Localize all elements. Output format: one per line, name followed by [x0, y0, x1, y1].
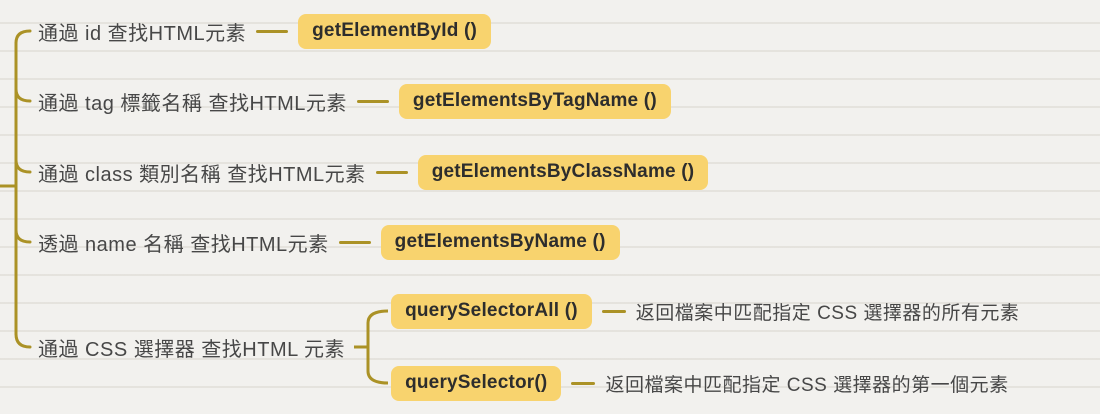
method-node-queryselector[interactable]: querySelector(): [391, 365, 562, 401]
subbranch-row-queryselectorall: querySelectorAll () 返回檔案中匹配指定 CSS 選擇器的所有…: [391, 291, 1019, 331]
branch-label-css-selector[interactable]: 通過 CSS 選擇器 查找HTML 元素: [38, 338, 346, 361]
branch-row-css-selector: 通過 CSS 選擇器 查找HTML 元素 querySelectorAll ()…: [38, 291, 1019, 403]
connector-dash: [571, 381, 596, 385]
connector-dash: [338, 240, 371, 244]
method-node-getelementsbyclassname[interactable]: getElementsByClassName (): [417, 154, 709, 190]
description-queryselectorall[interactable]: 返回檔案中匹配指定 CSS 選擇器的所有元素: [635, 302, 1020, 324]
branch-label-id[interactable]: 通過 id 查找HTML元素: [38, 22, 247, 45]
branch-label-tag[interactable]: 通過 tag 標籤名稱 查找HTML元素: [38, 92, 347, 115]
method-node-getelementbyid[interactable]: getElementById (): [298, 13, 492, 49]
method-node-getelementsbyname[interactable]: getElementsByName (): [380, 224, 620, 260]
description-queryselector[interactable]: 返回檔案中匹配指定 CSS 選擇器的第一個元素: [605, 374, 1009, 396]
branch-curve-5: [14, 332, 32, 349]
branch-curve-1: [14, 29, 32, 45]
fork-bracket-line: [354, 309, 389, 385]
method-node-getelementsbytagname[interactable]: getElementsByTagName (): [398, 83, 671, 119]
branch-curve-3: [14, 158, 32, 174]
subbranch-row-queryselector: querySelector() 返回檔案中匹配指定 CSS 選擇器的第一個元素: [391, 363, 1019, 403]
connector-dash: [601, 309, 626, 313]
branch-label-class[interactable]: 通過 class 類別名稱 查找HTML元素: [38, 163, 366, 186]
connector-dash: [375, 170, 408, 174]
method-node-queryselectorall[interactable]: querySelectorAll (): [391, 293, 592, 329]
branch-curve-4: [14, 228, 32, 244]
branch-row-name: 透過 name 名稱 查找HTML元素 getElementsByName (): [38, 222, 620, 262]
css-selector-children: querySelectorAll () 返回檔案中匹配指定 CSS 選擇器的所有…: [391, 291, 1019, 403]
branch-row-class: 通過 class 類別名稱 查找HTML元素 getElementsByClas…: [38, 152, 709, 192]
branch-row-tag: 通過 tag 標籤名稱 查找HTML元素 getElementsByTagNam…: [38, 81, 671, 121]
branch-curve-2: [14, 87, 32, 103]
connector-dash: [256, 29, 289, 33]
branch-label-name[interactable]: 透過 name 名稱 查找HTML元素: [38, 233, 329, 256]
connector-dash: [356, 99, 389, 103]
branch-row-id: 通過 id 查找HTML元素 getElementById (): [38, 11, 492, 51]
